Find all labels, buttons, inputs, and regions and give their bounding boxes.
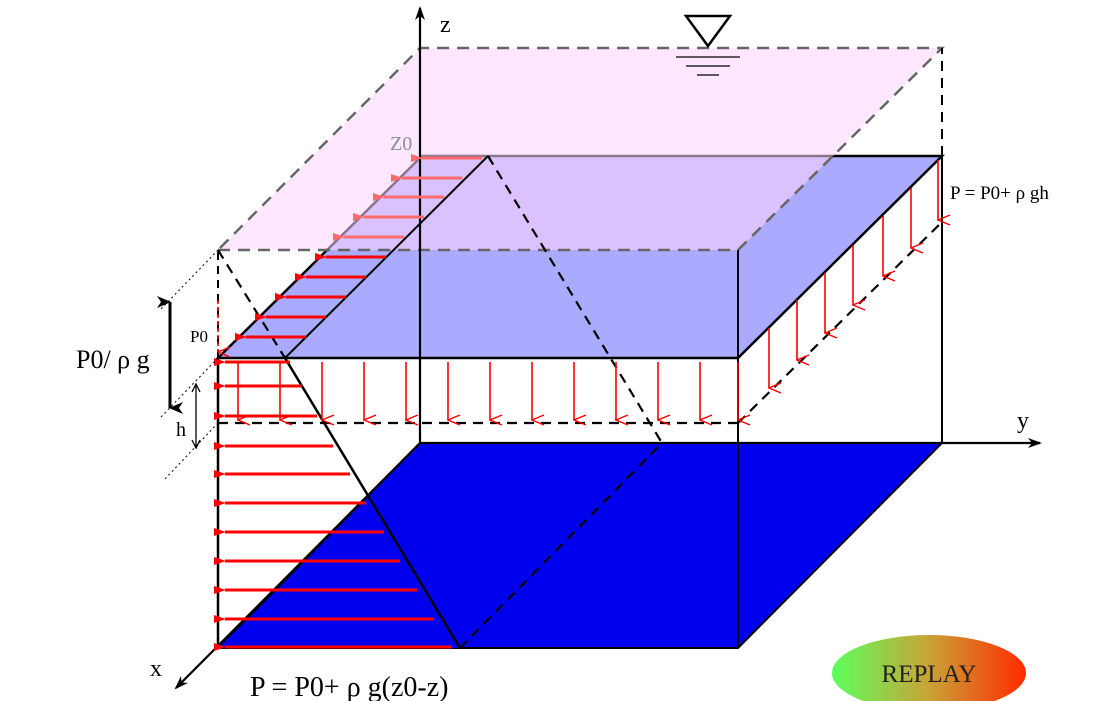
h-label: h [176,419,186,441]
z0-label: Z0 [390,133,412,155]
right-face-vertical-arrows [769,160,938,388]
pressure-triangle-line [283,357,462,649]
replay-button[interactable]: REPLAY [832,635,1026,701]
y-axis-label: y [1017,408,1029,434]
dim-arrow-h-bottom [191,439,201,450]
dim-guide-lower [163,422,219,481]
p0-label: P0 [190,327,208,346]
replay-button-shape[interactable] [832,635,1026,701]
pressure-diagonal-back [487,155,663,444]
dim-arrow-h-top [191,382,201,393]
pressure-triangle-fill [218,498,460,648]
top-left-strip-edge [284,155,489,359]
top-strip-pressure-arrows [235,253,386,341]
free-surface-symbol-icon [676,14,740,76]
top-strip-pressure-arrows-light [333,154,482,241]
pressure-triangle-back [459,442,663,649]
pressure-dashed-line-front [217,249,286,359]
level-line-right [737,221,943,424]
p0-rho-g-label: P0/ ρ g [76,345,150,374]
front-face-vertical-arrows [238,362,738,420]
dim-guide-upper [159,249,219,311]
left-face-pressure-arrows [214,358,452,651]
pressure-right-label: P = P0+ ρ gh [950,183,1049,204]
pressure-bottom-label: P = P0+ ρ g(z0-z) [250,672,449,701]
z-axis-label: z [440,12,451,38]
dim-guide-mid [159,357,219,419]
replay-button-label[interactable]: REPLAY [882,661,977,688]
x-axis-label: x [150,656,162,682]
